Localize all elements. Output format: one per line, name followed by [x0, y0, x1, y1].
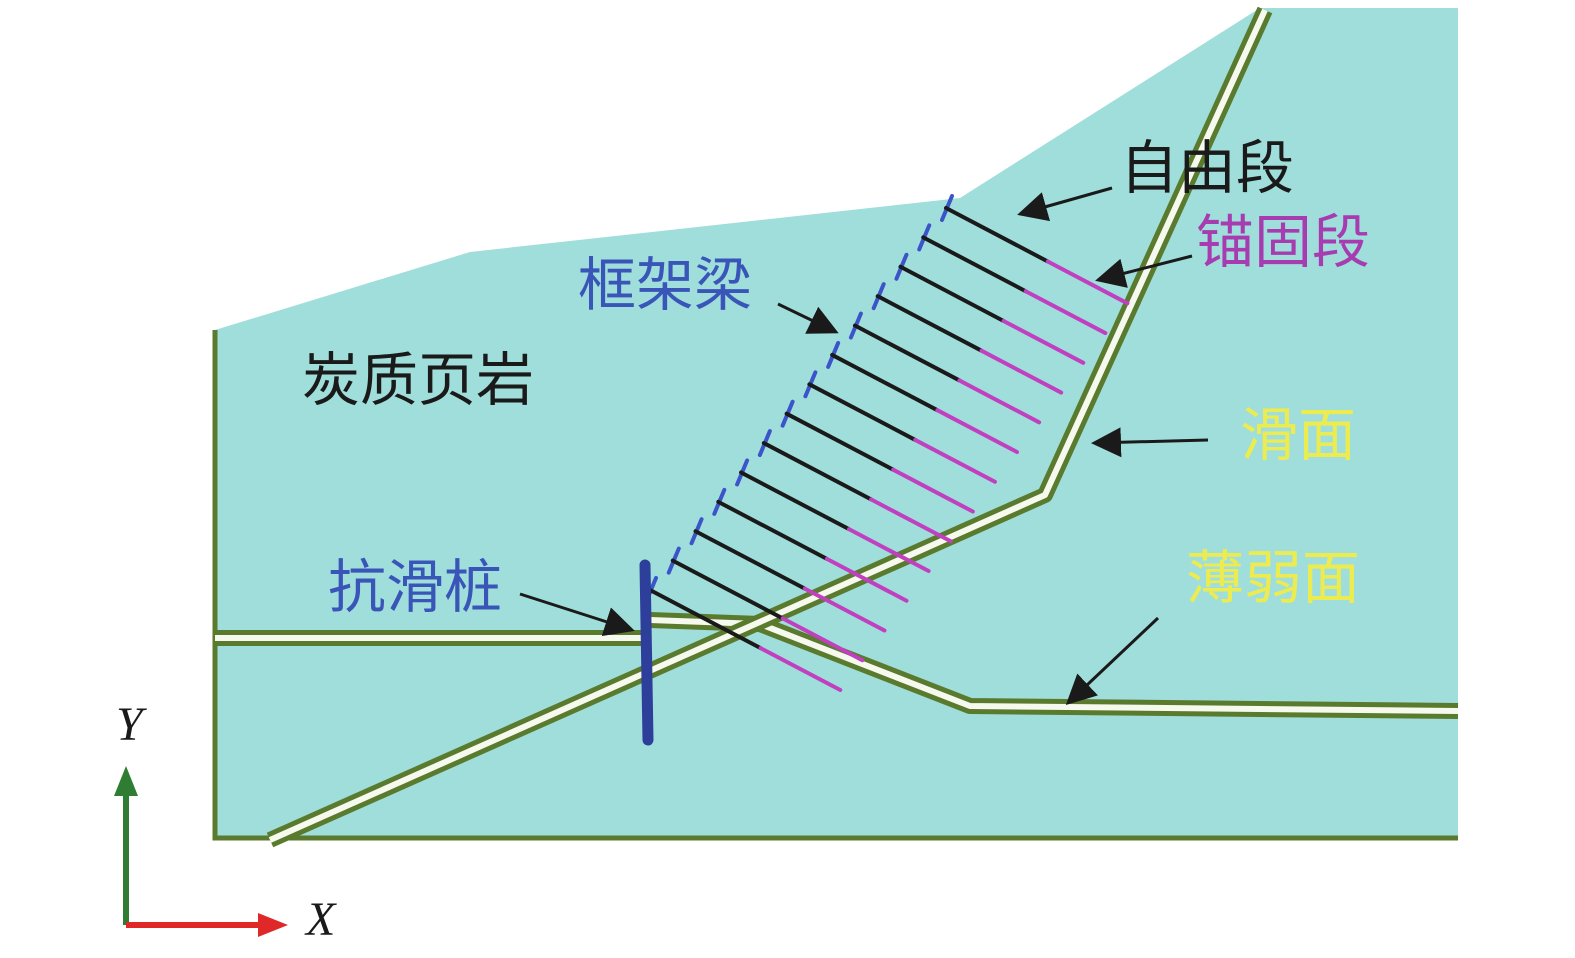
- anchor-free-section: [693, 529, 807, 591]
- y-axis-head: [114, 766, 138, 796]
- anchor-free-section: [898, 264, 1006, 323]
- anchor-fixed-section: [846, 527, 931, 574]
- anchor-free-section: [716, 499, 829, 561]
- anchor-fixed-section: [979, 348, 1064, 395]
- anchor-free-section: [921, 235, 1028, 294]
- slip-surface: [266, 6, 1273, 848]
- arrow-weak-plane: [1065, 616, 1160, 706]
- anchor-fixed-section: [758, 646, 843, 692]
- anchor-fixed-section: [869, 497, 953, 544]
- anchor-free-section: [670, 558, 785, 621]
- anchor-fixed-section: [957, 378, 1042, 425]
- arrow-pile: [519, 592, 635, 637]
- label-frame-beam: 框架梁: [578, 251, 752, 319]
- y-axis-label: Y: [116, 698, 147, 751]
- arrow-anchor-section: [1095, 254, 1193, 288]
- anchor-free-section: [648, 588, 763, 651]
- anchor-fixed-section: [780, 616, 865, 663]
- label-anti-slide-pile: 抗滑桩: [328, 553, 502, 621]
- x-axis-head: [258, 913, 288, 937]
- anchor-free-section: [761, 441, 874, 502]
- anchor-group: [644, 194, 1130, 692]
- anchor-fixed-section: [1023, 289, 1108, 336]
- anchor-fixed-section: [1045, 259, 1130, 306]
- label-free-section: 自由段: [1120, 134, 1294, 202]
- anchor-free-section: [875, 294, 984, 353]
- anti-slide-pile: [639, 559, 654, 746]
- anchor-free-section: [739, 470, 851, 532]
- anchor-fixed-section: [913, 437, 997, 484]
- anchor-free-section: [807, 382, 918, 442]
- anchor-free-section: [944, 206, 1050, 264]
- anchor-fixed-section: [824, 556, 909, 603]
- model-boundary: [212, 330, 1458, 841]
- arrow-slip-surface: [1091, 427, 1209, 458]
- anchor-fixed-section: [1001, 318, 1086, 365]
- anchor-fixed-section: [891, 467, 975, 514]
- anchor-free-section: [830, 352, 940, 413]
- coordinate-axes: Y X: [114, 698, 337, 946]
- x-axis-label: X: [304, 893, 337, 946]
- anchor-fixed-section: [802, 586, 887, 633]
- label-carbonaceous-shale: 炭质页岩: [302, 346, 534, 414]
- label-slip-surface: 滑面: [1240, 401, 1356, 469]
- label-weak-plane: 薄弱面: [1186, 544, 1360, 612]
- anchor-free-section: [852, 323, 962, 383]
- label-anchor-section: 锚固段: [1196, 208, 1370, 276]
- weak-plane: [649, 612, 1459, 719]
- arrow-frame-beam: [777, 302, 839, 334]
- anchor-fixed-section: [935, 408, 1019, 455]
- arrow-free-section: [1017, 186, 1113, 222]
- anchor-free-section: [784, 411, 896, 472]
